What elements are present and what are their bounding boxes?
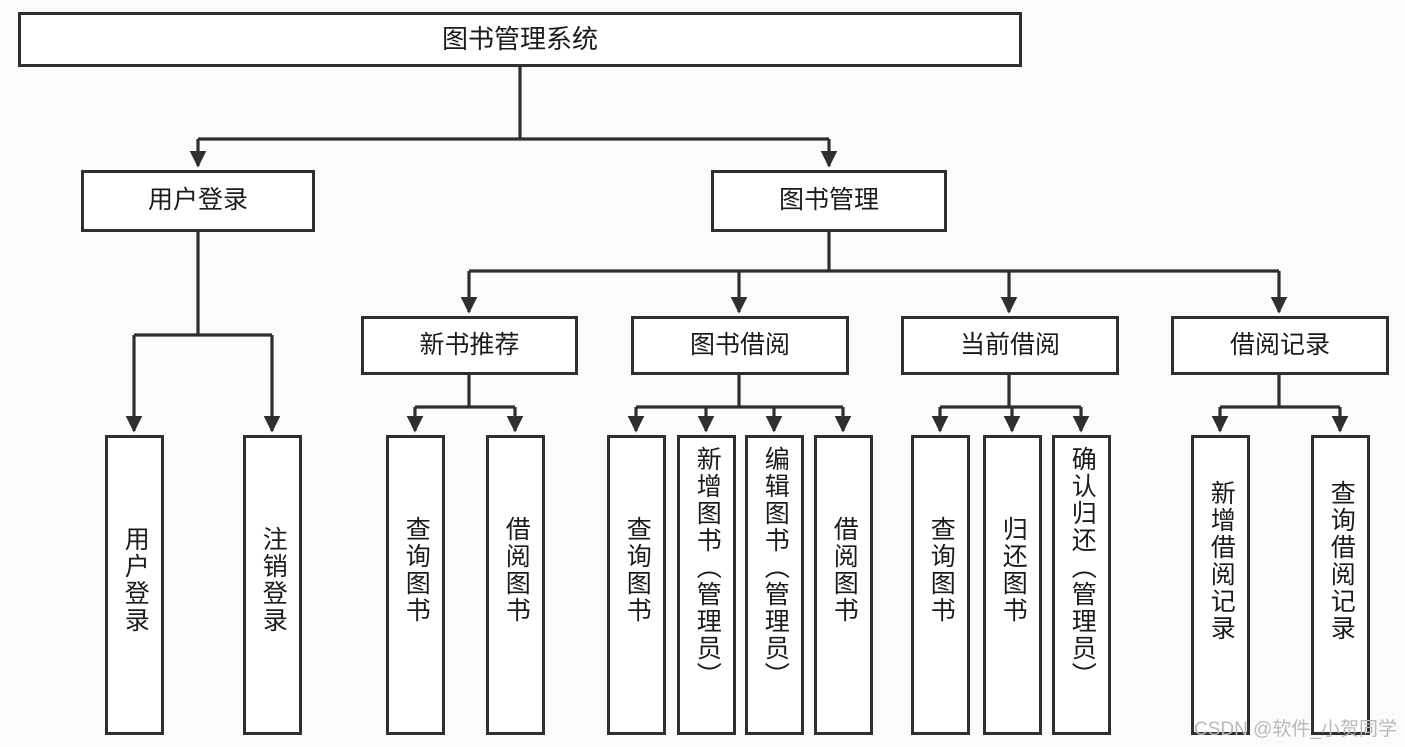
node-book-borrow-label: 图书借阅	[689, 330, 790, 359]
node-leaf-borrow-book-1-label: 借阅图书	[502, 516, 531, 624]
node-leaf-query-book-3[interactable]: 查询图书	[911, 435, 970, 735]
node-leaf-return-book-label: 归还图书	[999, 516, 1028, 624]
node-root-label: 图书管理系统	[441, 24, 598, 55]
node-user-login-label: 用户登录	[147, 186, 248, 215]
node-leaf-edit-book[interactable]: 编辑图书（管理员）	[745, 435, 804, 735]
node-leaf-add-book-label: 新增图书（管理员）	[693, 446, 722, 689]
node-leaf-edit-book-label: 编辑图书（管理员）	[761, 446, 790, 689]
node-user-login[interactable]: 用户登录	[81, 170, 315, 232]
node-leaf-borrow-book-2[interactable]: 借阅图书	[814, 435, 873, 735]
node-leaf-query-book-2-label: 查询图书	[623, 516, 652, 624]
node-leaf-query-record-label: 查询借阅记录	[1327, 480, 1356, 642]
node-new-book-recommend-label: 新书推荐	[419, 330, 520, 359]
node-leaf-user-login-label: 用户登录	[121, 526, 150, 634]
node-leaf-query-book-3-label: 查询图书	[927, 516, 956, 624]
node-leaf-query-record[interactable]: 查询借阅记录	[1311, 435, 1370, 735]
node-leaf-add-record-label: 新增借阅记录	[1207, 480, 1236, 642]
node-new-book-recommend[interactable]: 新书推荐	[361, 316, 578, 375]
node-leaf-query-book-1[interactable]: 查询图书	[386, 435, 445, 735]
node-leaf-confirm-return-label: 确认归还（管理员）	[1068, 446, 1097, 689]
node-leaf-confirm-return[interactable]: 确认归还（管理员）	[1052, 435, 1111, 735]
node-borrow-record[interactable]: 借阅记录	[1171, 316, 1389, 375]
node-current-borrow[interactable]: 当前借阅	[901, 316, 1119, 375]
node-root[interactable]: 图书管理系统	[18, 12, 1022, 67]
node-leaf-logout-label: 注销登录	[259, 526, 288, 634]
node-leaf-add-record[interactable]: 新增借阅记录	[1191, 435, 1250, 735]
node-book-manage[interactable]: 图书管理	[711, 170, 947, 232]
node-book-borrow[interactable]: 图书借阅	[631, 316, 849, 375]
node-leaf-borrow-book-2-label: 借阅图书	[830, 516, 859, 624]
node-current-borrow-label: 当前借阅	[959, 330, 1060, 359]
node-book-manage-label: 图书管理	[778, 186, 879, 215]
node-leaf-borrow-book-1[interactable]: 借阅图书	[486, 435, 545, 735]
node-leaf-query-book-1-label: 查询图书	[402, 516, 431, 624]
node-leaf-logout[interactable]: 注销登录	[243, 435, 302, 735]
node-borrow-record-label: 借阅记录	[1229, 330, 1330, 359]
node-leaf-user-login[interactable]: 用户登录	[105, 435, 164, 735]
node-leaf-return-book[interactable]: 归还图书	[983, 435, 1042, 735]
node-leaf-add-book[interactable]: 新增图书（管理员）	[677, 435, 736, 735]
node-leaf-query-book-2[interactable]: 查询图书	[607, 435, 666, 735]
